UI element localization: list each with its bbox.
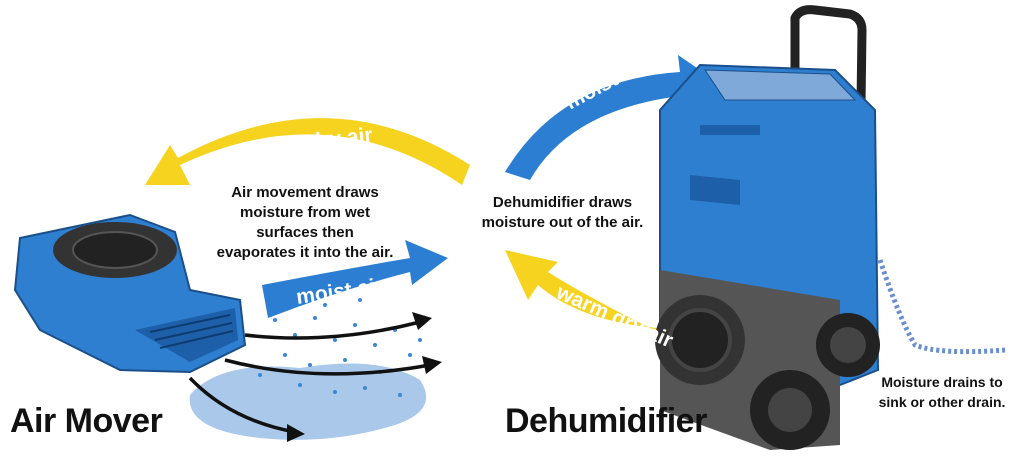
air-mover-description: Air movement draws moisture from wet sur…: [200, 183, 410, 263]
moist-air-arrow-right: [505, 55, 722, 180]
desc-line: sink or other drain.: [878, 394, 1006, 410]
desc-line: moisture out of the air.: [481, 214, 644, 231]
desc-line: evaporates it into the air.: [216, 244, 394, 261]
airflow-arrows: [188, 320, 431, 434]
drain-description: Moisture drains to sink or other drain.: [862, 372, 1022, 412]
drain-hose: [877, 259, 1006, 355]
air-mover-device: [13, 213, 247, 374]
desc-line: Moisture drains to: [881, 374, 1003, 390]
dehumidifier-title: Dehumidifier: [505, 402, 707, 440]
desc-line: moisture from wet: [239, 204, 371, 221]
air-mover-title: Air Mover: [10, 402, 163, 440]
dehumidifier-description: Dehumidifier draws moisture out of the a…: [470, 193, 655, 233]
desc-line: surfaces then: [256, 224, 354, 241]
water-puddle: [189, 363, 427, 440]
desc-line: Air movement draws: [231, 184, 379, 201]
dehumidifier-device: [655, 5, 880, 450]
desc-line: Dehumidifier draws: [492, 194, 633, 211]
warm-dry-air-arrow-top: [145, 118, 470, 185]
moist-air-arrow-left: [262, 240, 448, 318]
